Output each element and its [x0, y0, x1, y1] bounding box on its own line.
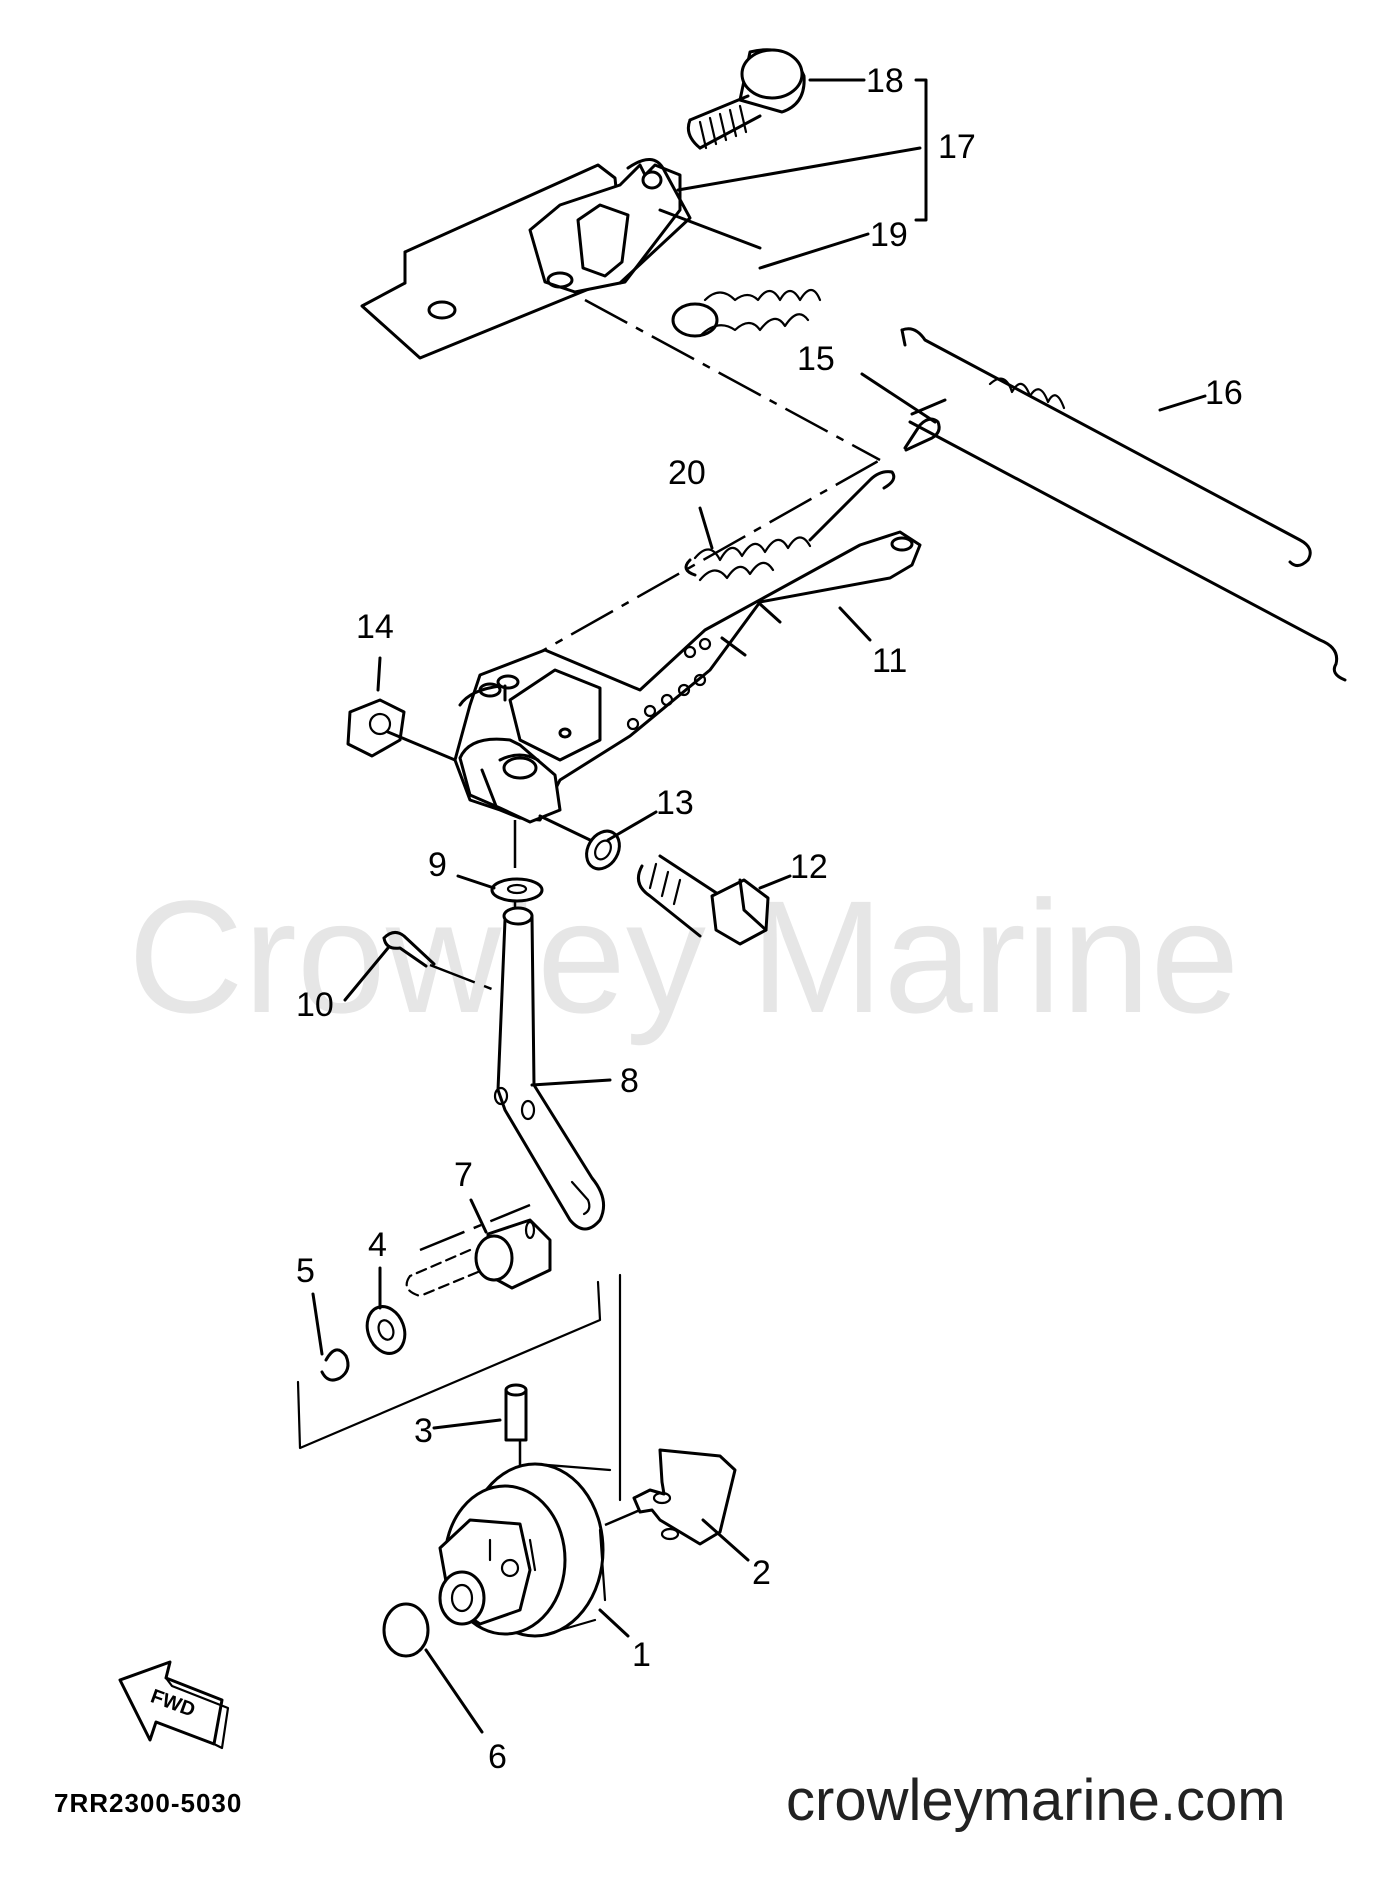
bracket-assembly — [360, 158, 762, 360]
throttle-arm-11 — [453, 530, 922, 824]
callout-18: 18 — [866, 62, 904, 100]
washer-13 — [538, 814, 621, 871]
callout-19: 19 — [870, 216, 908, 254]
fwd-arrow-icon: FWD — [118, 1660, 230, 1750]
bracket-2 — [632, 1448, 737, 1546]
axis-line-bracket-2 — [604, 1508, 641, 1527]
axis-line-bracket-to-arm — [584, 298, 881, 462]
callout-leaders — [311, 78, 1207, 1734]
bolt-18 — [686, 48, 806, 150]
shaft-lever-8 — [493, 906, 606, 1231]
callout-13: 13 — [656, 784, 694, 822]
watermark-text: Crowley Marine — [128, 867, 1239, 1046]
callout-7: 7 — [454, 1156, 473, 1194]
callout-2: 2 — [752, 1554, 771, 1592]
circlip-5 — [320, 1348, 350, 1382]
callout-5: 5 — [296, 1252, 315, 1290]
callout-16: 16 — [1205, 374, 1243, 412]
spring-20 — [684, 470, 896, 582]
washer-4 — [365, 1305, 407, 1355]
callout-17: 17 — [938, 128, 976, 166]
callout-4: 4 — [368, 1226, 387, 1264]
cotter-pin-10 — [382, 931, 436, 968]
callout-3: 3 — [414, 1412, 433, 1450]
nut-14 — [346, 698, 457, 762]
callout-1: 1 — [632, 1636, 651, 1674]
callout-14: 14 — [356, 608, 394, 646]
callout-10: 10 — [296, 986, 334, 1024]
pin-3 — [504, 1383, 528, 1442]
washer-6 — [382, 1602, 430, 1658]
website-text: crowleymarine.com — [786, 1768, 1286, 1833]
link-rod-16 — [900, 327, 1347, 682]
spring-19 — [671, 288, 822, 338]
callout-15: 15 — [797, 340, 835, 378]
callout-11: 11 — [872, 642, 907, 680]
cam-1 — [438, 1462, 612, 1638]
callout-6: 6 — [488, 1738, 507, 1776]
part-code: 7RR2300-5030 — [54, 1788, 242, 1818]
group-outline — [296, 1280, 602, 1450]
callout-20: 20 — [668, 454, 706, 492]
bolt-12 — [636, 854, 770, 946]
axis-line-cam-axis — [419, 1203, 531, 1252]
pin-7 — [405, 1218, 552, 1298]
axis-line-arm — [504, 458, 881, 674]
callout-8: 8 — [620, 1062, 639, 1100]
callout-9: 9 — [428, 846, 447, 884]
callout-12: 12 — [790, 848, 828, 886]
washer-9 — [490, 877, 544, 903]
